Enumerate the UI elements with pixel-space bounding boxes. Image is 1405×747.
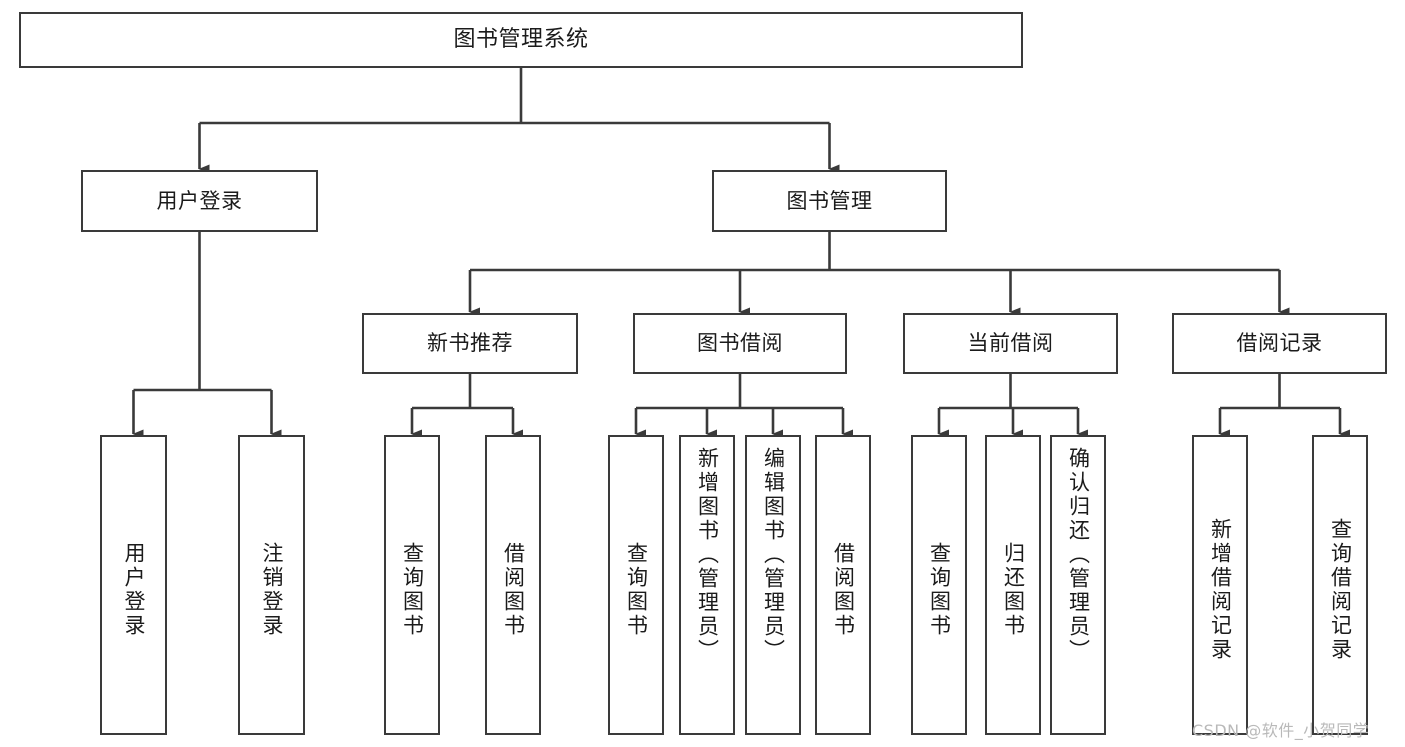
node-leaf-query-book-3[interactable]: 查询图书 [911,435,967,735]
node-leaf-add-record[interactable]: 新增借阅记录 [1192,435,1248,735]
node-label: 图书管理 [786,188,873,213]
node-label: 图书借阅 [697,331,783,356]
node-book-borrow[interactable]: 图书借阅 [633,313,847,374]
node-leaf-add-book[interactable]: 新增图书（管理员） [679,435,735,735]
node-label: 用户登录 [122,542,146,638]
node-leaf-user-login[interactable]: 用户登录 [100,435,167,735]
node-leaf-borrow-book-1[interactable]: 借阅图书 [485,435,541,735]
node-label: 图书管理系统 [453,27,589,53]
node-label: 借阅记录 [1236,331,1323,356]
node-leaf-logout[interactable]: 注销登录 [238,435,305,735]
node-borrow-record[interactable]: 借阅记录 [1172,313,1387,374]
node-label: 查询借阅记录 [1328,518,1353,662]
node-root-root[interactable]: 图书管理系统 [19,12,1023,68]
node-label: 查询图书 [400,542,425,638]
node-label: 借阅图书 [831,542,856,638]
node-leaf-edit-book[interactable]: 编辑图书（管理员） [745,435,801,735]
node-label: 查询图书 [927,542,952,638]
node-new-book-rec[interactable]: 新书推荐 [362,313,578,374]
node-current-borrow[interactable]: 当前借阅 [903,313,1118,374]
watermark-text: CSDN @软件_小贺同学 [1192,721,1370,740]
node-label: 注销登录 [260,542,284,638]
node-leaf-query-book-2[interactable]: 查询图书 [608,435,664,735]
node-leaf-borrow-book-2[interactable]: 借阅图书 [815,435,871,735]
node-label: 确认归还（管理员） [1066,447,1091,663]
node-label: 借阅图书 [501,542,526,638]
node-leaf-return-book[interactable]: 归还图书 [985,435,1041,735]
node-label: 新增图书（管理员） [695,447,720,663]
node-label: 用户登录 [156,188,243,213]
node-leaf-query-book-1[interactable]: 查询图书 [384,435,440,735]
node-user-login[interactable]: 用户登录 [81,170,318,232]
node-label: 查询图书 [624,542,649,638]
node-leaf-confirm-return[interactable]: 确认归还（管理员） [1050,435,1106,735]
node-book-manage[interactable]: 图书管理 [712,170,947,232]
node-leaf-query-record[interactable]: 查询借阅记录 [1312,435,1368,735]
node-label: 当前借阅 [967,331,1054,356]
node-label: 编辑图书（管理员） [761,447,786,663]
node-label: 新增借阅记录 [1208,518,1233,662]
node-label: 新书推荐 [427,331,513,356]
node-label: 归还图书 [1001,542,1026,638]
